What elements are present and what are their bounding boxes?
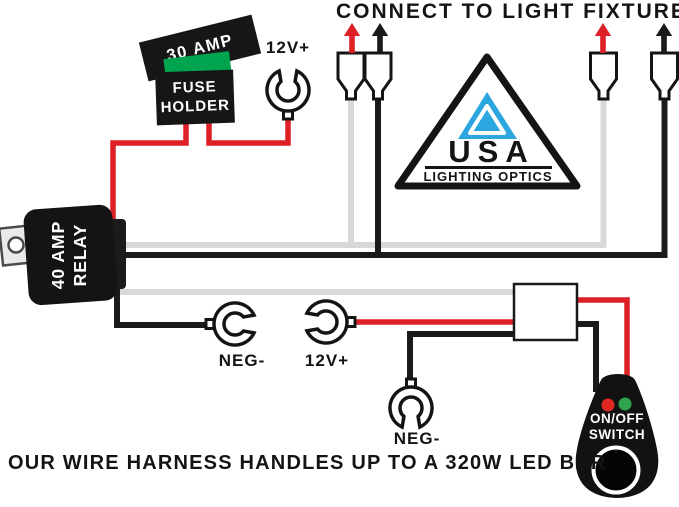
black-wire-relay-to-neg: [114, 278, 206, 328]
switch-label: ON/OFF SWITCH: [577, 411, 657, 443]
red-wire-fuse-to-relay: [110, 116, 189, 224]
spade-connector-white-right: [589, 51, 618, 101]
fuse-holder-label-line2: HOLDER: [160, 96, 231, 116]
switch-label-line1: ON/OFF: [590, 411, 644, 426]
logo-tagline-text: LIGHTING OPTICS: [423, 169, 553, 184]
switch-connector-box: [512, 282, 579, 342]
logo-brand-text: USA: [448, 134, 535, 169]
ring-terminal-battery-positive: [265, 69, 311, 121]
relay-body: [23, 204, 118, 306]
white-wire-bus: [108, 97, 607, 248]
ring-terminal-switch-negative: [388, 377, 434, 429]
power-red-wires: [110, 116, 630, 392]
fixture-white-wires: [108, 97, 607, 295]
bottom-caption: OUR WIRE HARNESS HANDLES UP TO A 320W LE…: [8, 452, 607, 474]
black-up-arrow-left: [371, 23, 389, 53]
black-wire-bus: [108, 97, 668, 258]
spade-connector-black-left: [363, 51, 393, 101]
switch-red-led: [601, 398, 615, 412]
relay-label-line1: 40 AMP: [48, 220, 69, 290]
spade-connector-black-right: [650, 51, 679, 101]
brand-logo: [394, 53, 581, 190]
black-wire-neg-to-connector: [407, 331, 514, 380]
page-title: CONNECT TO LIGHT FIXTURE: [336, 0, 679, 23]
switch-green-led: [618, 397, 632, 411]
logo-divider: [425, 166, 552, 169]
relay-label: 40 AMP RELAY: [20, 205, 120, 305]
battery-positive-label: 12V+: [265, 38, 311, 57]
accessory-positive-label: 12V+: [304, 351, 350, 370]
black-wire-connector-to-switch: [577, 321, 599, 392]
red-wire-connector-to-switch: [577, 297, 630, 392]
ground-black-wires: [108, 97, 668, 392]
spade-connector-white-left: [336, 51, 366, 101]
switch-negative-label: NEG-: [393, 429, 441, 448]
fuse-holder-label-line1: FUSE: [172, 77, 217, 97]
red-up-arrow-left: [343, 23, 361, 53]
ring-terminal-accessory-negative: [204, 301, 256, 347]
ring-terminal-accessory-positive: [305, 299, 357, 345]
switch-label-line2: SWITCH: [588, 427, 646, 443]
fuse-holder-box: FUSE HOLDER: [155, 69, 235, 126]
mount-hole: [7, 236, 25, 254]
black-up-arrow-right: [655, 23, 673, 53]
on-off-switch[interactable]: [575, 374, 659, 498]
switch-button[interactable]: [591, 445, 641, 495]
logo-inner-triangle: [468, 104, 506, 135]
relay-40amp: [0, 204, 126, 306]
red-wire-fuse-to-battery: [206, 116, 291, 146]
accessory-negative-label: NEG-: [218, 351, 266, 370]
relay-label-line2: RELAY: [70, 223, 90, 287]
red-up-arrow-right: [594, 23, 612, 53]
